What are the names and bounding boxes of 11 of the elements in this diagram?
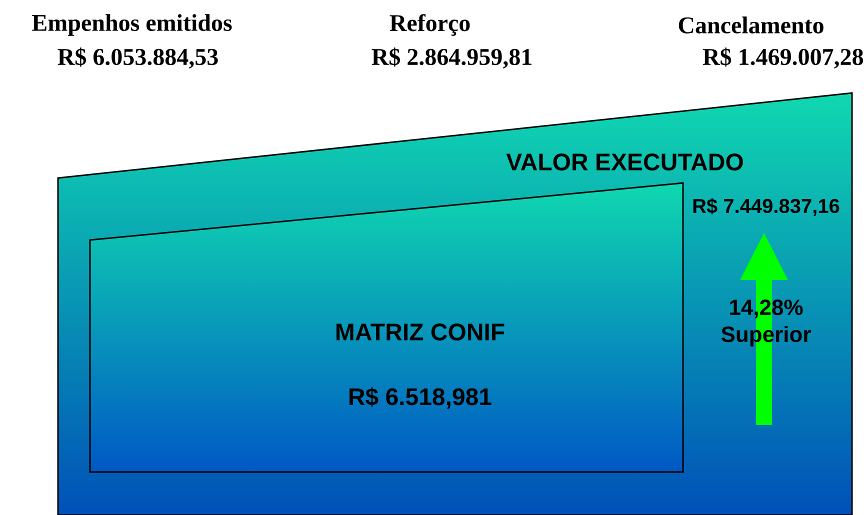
panel-title: MATRIZ CONIF [336, 324, 504, 340]
panel-title: VALOR EXECUTADO [506, 154, 743, 170]
amount-text: R$ 2.864.959,81 [372, 47, 532, 69]
amount-text: R$ 6.053.884,53 [58, 47, 218, 69]
value-text: R$ 6.518,981 [350, 387, 492, 409]
trapezoid-panel [89, 182, 684, 473]
heading-text: Reforço [390, 14, 470, 36]
heading-text: Empenhos emitidos [32, 14, 232, 36]
heading-text: Cancelamento [678, 16, 824, 34]
amount-text: R$ 1.469.007,28 [702, 47, 863, 69]
value-text: R$ 7.449.837,16 [693, 198, 840, 216]
